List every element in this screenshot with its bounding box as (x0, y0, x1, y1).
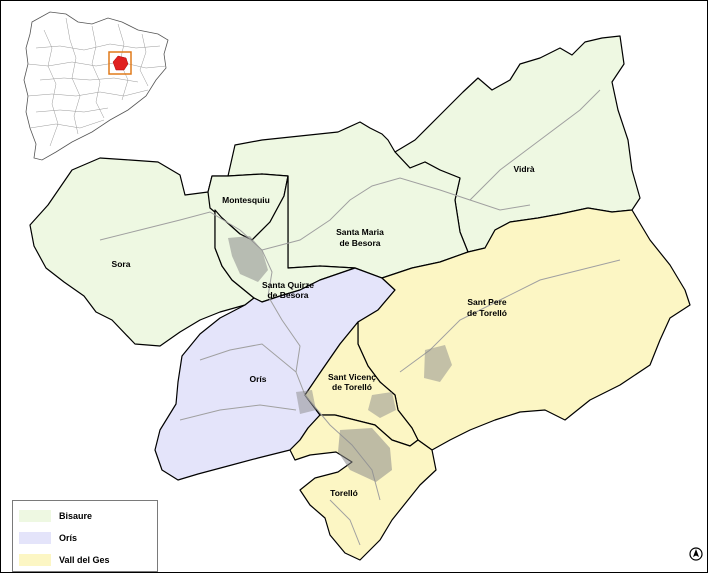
inset-highlight-box (108, 51, 132, 75)
legend-label: Bisaure (59, 511, 93, 521)
legend-item-vall-del-ges: Vall del Ges (19, 553, 110, 567)
map-legend: Bisaure Orís Vall del Ges (12, 500, 158, 572)
legend-label: Vall del Ges (59, 555, 110, 565)
label-sant-vicenc-line2: de Torelló (332, 382, 372, 392)
label-montesquiu: Montesquiu (222, 195, 270, 205)
label-santa-maria-line2: de Besora (339, 238, 380, 248)
label-sant-vicenc-line1: Sant Vicenç (328, 372, 376, 382)
region-torello[interactable] (289, 394, 437, 561)
legend-swatch (19, 532, 51, 544)
label-sant-pere-line1: Sant Pere (467, 297, 506, 307)
north-arrow-icon (689, 547, 703, 561)
label-vidra: Vidrà (513, 164, 534, 174)
label-sora: Sora (112, 259, 131, 269)
label-santa-maria-line1: Santa Maria (336, 227, 384, 237)
legend-swatch (19, 554, 51, 566)
legend-item-oris: Orís (19, 531, 77, 545)
label-sant-pere-line2: de Torelló (467, 308, 507, 318)
legend-label: Orís (59, 533, 78, 543)
label-santa-quirze-line2: de Besora (267, 290, 308, 300)
legend-swatch (19, 510, 51, 522)
label-santa-quirze-line1: Santa Quirze (262, 280, 314, 290)
inset-locator-map (23, 11, 169, 161)
legend-item-bisaure: Bisaure (19, 509, 92, 523)
inset-highlight-area (112, 55, 129, 71)
label-oris: Orís (249, 374, 266, 384)
catalonia-outline (23, 11, 169, 161)
settlement-patches (228, 236, 452, 482)
label-torello: Torelló (330, 488, 358, 498)
